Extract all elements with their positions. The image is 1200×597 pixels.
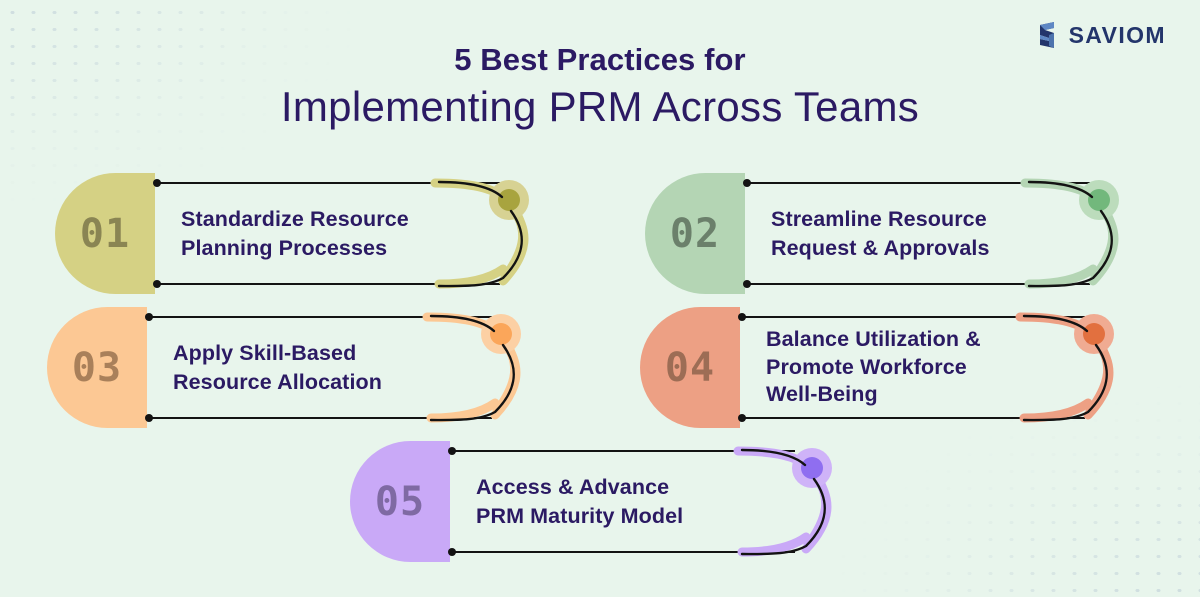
- connector-arc-03: [422, 307, 551, 428]
- practice-number-05: 05: [374, 478, 426, 525]
- brand-name: SAVIOM: [1068, 21, 1166, 48]
- page-title: 5 Best Practices for Implementing PRM Ac…: [0, 42, 1200, 134]
- practice-card-04[interactable]: 04 Balance Utilization & Promote Workforce…: [640, 307, 1138, 428]
- practice-number-badge-02: 02: [645, 173, 745, 294]
- practice-number-03: 03: [71, 344, 123, 391]
- practice-number-badge-04: 04: [640, 307, 740, 428]
- connector-arc-04: [1015, 307, 1144, 428]
- connector-rail-top: [743, 179, 1090, 187]
- connector-rail-top: [738, 313, 1085, 321]
- practice-text-line: Planning Processes: [181, 235, 388, 260]
- practice-text-line: Apply Skill-Based: [173, 341, 357, 366]
- practice-text-line: Request & Approvals: [771, 235, 990, 260]
- rail-dot-bottom: [743, 280, 751, 288]
- brand-logo: SAVIOM: [1034, 21, 1166, 49]
- connector-arc-05: [733, 441, 862, 562]
- practice-text-line: Standardize Resource: [181, 207, 409, 232]
- connector-rail-top: [448, 447, 795, 455]
- connector-rail-bottom: [448, 548, 795, 556]
- connector-rail-bottom: [738, 414, 1085, 422]
- connector-rail-bottom: [145, 414, 492, 422]
- practice-text-line: Streamline Resource: [771, 207, 987, 232]
- rail-dot-bottom: [448, 548, 456, 556]
- connector-arc-01: [430, 173, 559, 294]
- practice-number-badge-01: 01: [55, 173, 155, 294]
- connector-rail-top: [145, 313, 492, 321]
- practice-number-badge-03: 03: [47, 307, 147, 428]
- practice-number-01: 01: [79, 210, 131, 257]
- connector-rail-top: [153, 179, 500, 187]
- rail-dot-bottom: [738, 414, 746, 422]
- practice-number-04: 04: [664, 344, 716, 391]
- practice-text-line: Well-Being: [766, 382, 878, 407]
- connector-rail-bottom: [153, 280, 500, 288]
- practice-number-02: 02: [669, 210, 721, 257]
- practice-text-line: Access & Advance: [476, 475, 670, 500]
- connector-arc-02: [1020, 173, 1149, 294]
- rail-dot-top: [448, 447, 456, 455]
- title-main: Implementing PRM Across Teams: [280, 82, 920, 130]
- practice-number-badge-05: 05: [350, 441, 450, 562]
- connector-rail-bottom: [743, 280, 1090, 288]
- rail-dot-bottom: [145, 414, 153, 422]
- title-eyebrow: 5 Best Practices for: [454, 42, 746, 77]
- practice-text-line: Resource Allocation: [173, 369, 382, 394]
- practice-text-line: PRM Maturity Model: [476, 503, 684, 528]
- practice-text-line: Promote Workforce: [766, 354, 967, 379]
- saviom-s-mark-icon: [1034, 21, 1060, 49]
- rail-dot-bottom: [153, 280, 161, 288]
- rail-dot-top: [743, 179, 751, 187]
- practice-text-line: Balance Utilization &: [766, 326, 981, 351]
- rail-dot-top: [738, 313, 746, 321]
- rail-dot-top: [145, 313, 153, 321]
- rail-dot-top: [153, 179, 161, 187]
